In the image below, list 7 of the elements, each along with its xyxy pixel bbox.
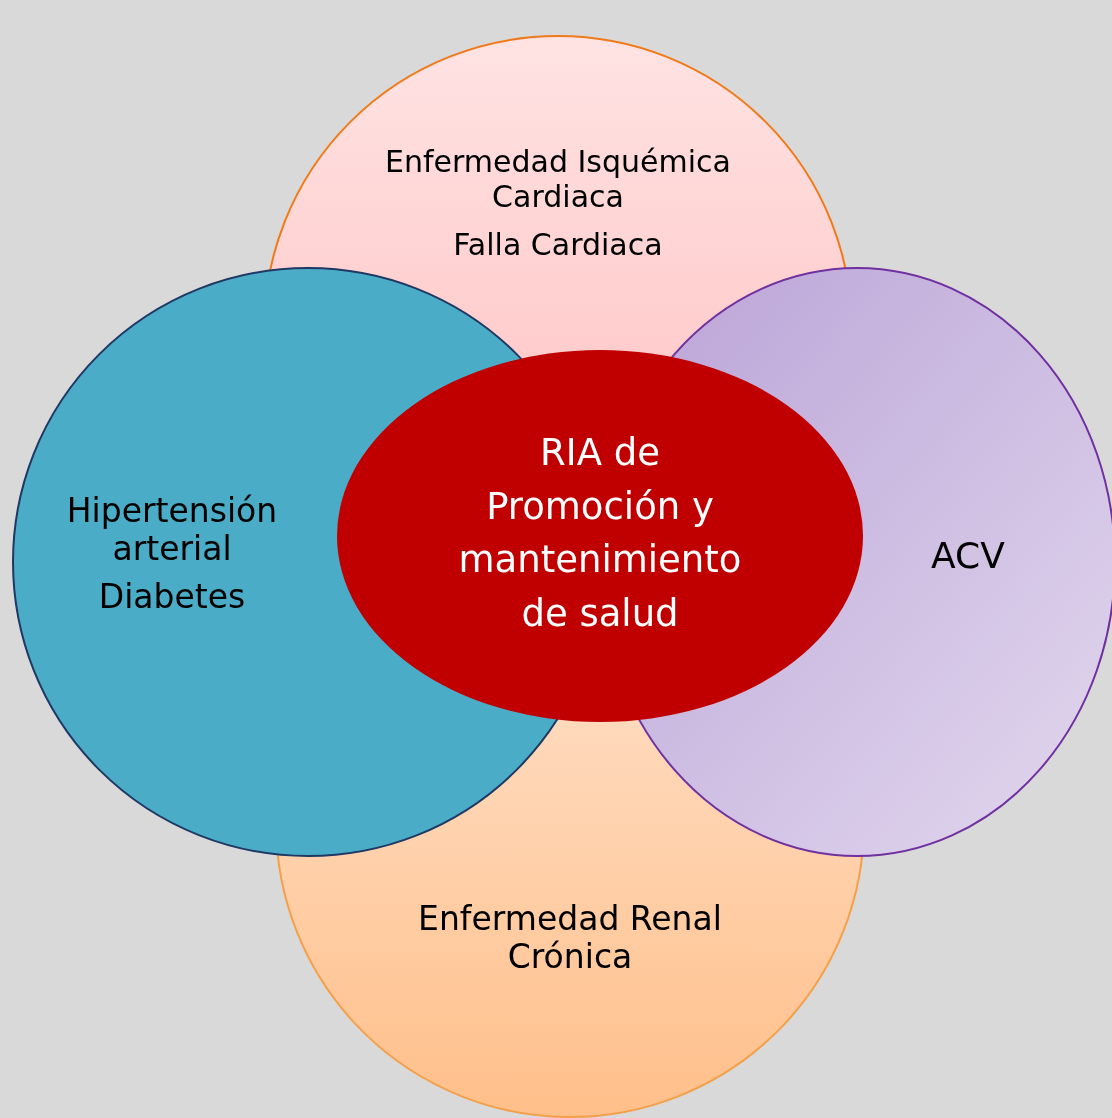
node-label: Falla Cardiaca: [453, 228, 663, 263]
node-label: Enfermedad Renal Crónica: [417, 900, 723, 976]
node-label: Enfermedad Isquémica Cardiaca: [384, 145, 732, 214]
node-label: Diabetes: [98, 577, 246, 616]
node-label: RIA de Promoción y mantenimiento de salud: [457, 430, 743, 637]
node-label: ACV: [931, 535, 1005, 577]
node-label: Hipertensión arterial: [65, 492, 279, 568]
